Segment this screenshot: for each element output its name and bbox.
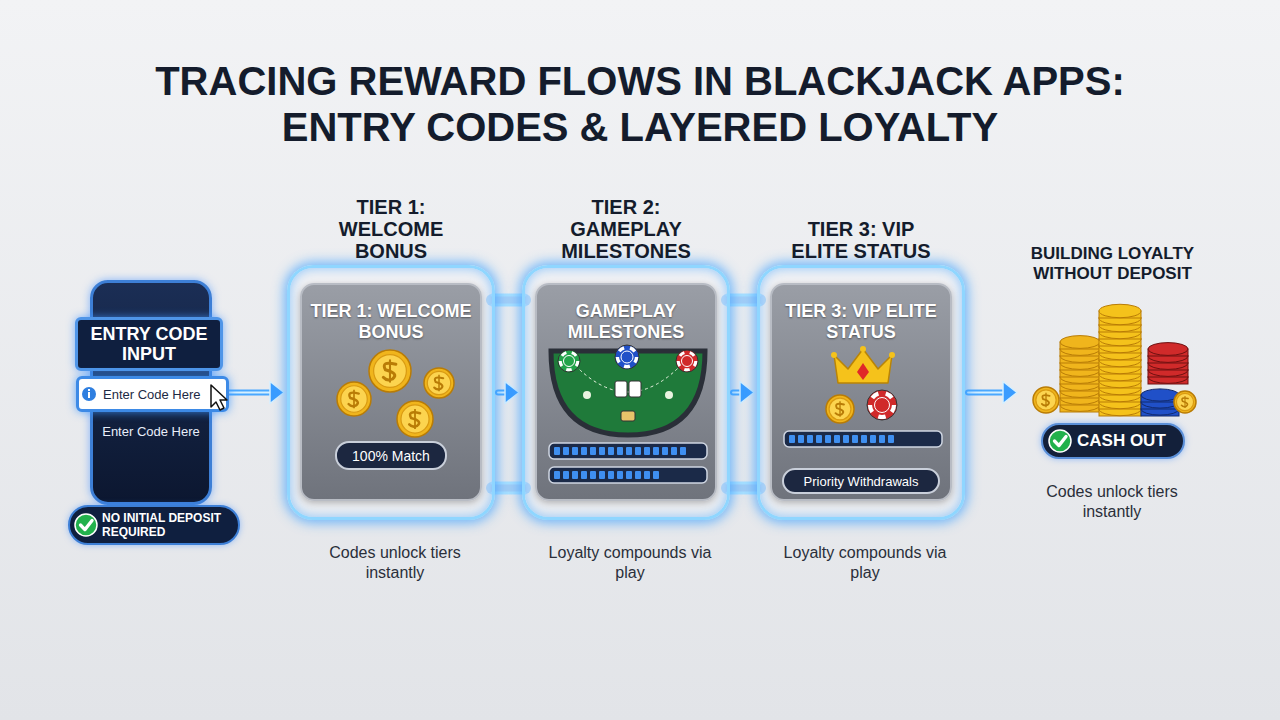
- node-text: TIER 1: WELCOME BONUS: [311, 196, 471, 262]
- payout-group: BUILDING LOYALTY WITHOUT DEPOSITCASH OUT: [1020, 290, 1205, 465]
- node-text: Priority Withdrawals: [804, 474, 919, 489]
- node-text: TIER 1: WELCOME BONUS: [307, 301, 475, 343]
- tier-frame: TIER 2: GAMEPLAY MILESTONESGAMEPLAY MILE…: [522, 265, 730, 520]
- tier-frame: TIER 3: VIP ELITE STATUSTIER 3: VIP ELIT…: [757, 265, 965, 520]
- node-text: TIER 3: VIP ELITE STATUS: [777, 301, 945, 343]
- flow-arrow: [733, 382, 754, 404]
- reward-pill: Priority Withdrawals: [782, 468, 940, 494]
- node-text: GAMEPLAY MILESTONES: [542, 301, 710, 343]
- tier-card: TIER 1: WELCOME BONUS 100% Match: [300, 283, 482, 501]
- flow-arrow: [968, 382, 1017, 404]
- node-text: ENTRY CODE INPUT: [75, 317, 223, 371]
- node-text: TIER 3: VIP ELITE STATUS: [781, 218, 941, 262]
- tier-frame: TIER 1: WELCOME BONUSTIER 1: WELCOME BON…: [287, 265, 495, 520]
- node-text: NO INITIAL DEPOSIT REQUIRED: [102, 511, 232, 539]
- flow-arrow: [498, 382, 519, 404]
- caption-note: Loyalty compounds via play: [540, 543, 720, 583]
- caption-note: Codes unlock tiers instantly: [1032, 482, 1192, 522]
- reward-pill: 100% Match: [335, 441, 447, 470]
- tier-card: TIER 3: VIP ELITE STATUS Priority Withdra…: [770, 283, 952, 501]
- illustration: [1020, 290, 1205, 420]
- illustration: [70, 507, 104, 543]
- node-text: BUILDING LOYALTY WITHOUT DEPOSIT: [1008, 244, 1218, 284]
- node-text: Enter Code Here: [103, 387, 201, 402]
- illustration: [1043, 425, 1075, 457]
- diagram-title: TRACING REWARD FLOWS IN BLACKJACK APPS: …: [110, 58, 1170, 150]
- node-text: TIER 2: GAMEPLAY MILESTONES: [546, 196, 706, 262]
- node-text: Enter Code Here: [93, 424, 209, 440]
- node-text: 100% Match: [352, 448, 430, 464]
- cash-out-button: CASH OUT: [1041, 423, 1185, 459]
- code-input-field: Enter Code Here: [76, 376, 229, 412]
- deposit-badge: NO INITIAL DEPOSIT REQUIRED: [68, 505, 240, 545]
- tier-card: GAMEPLAY MILESTONES: [535, 283, 717, 501]
- caption-note: Loyalty compounds via play: [775, 543, 955, 583]
- caption-note: Codes unlock tiers instantly: [305, 543, 485, 583]
- phone-frame: ENTRY CODE INPUTEnter Code HereEnter Cod…: [90, 280, 212, 505]
- node-text: CASH OUT: [1077, 431, 1166, 451]
